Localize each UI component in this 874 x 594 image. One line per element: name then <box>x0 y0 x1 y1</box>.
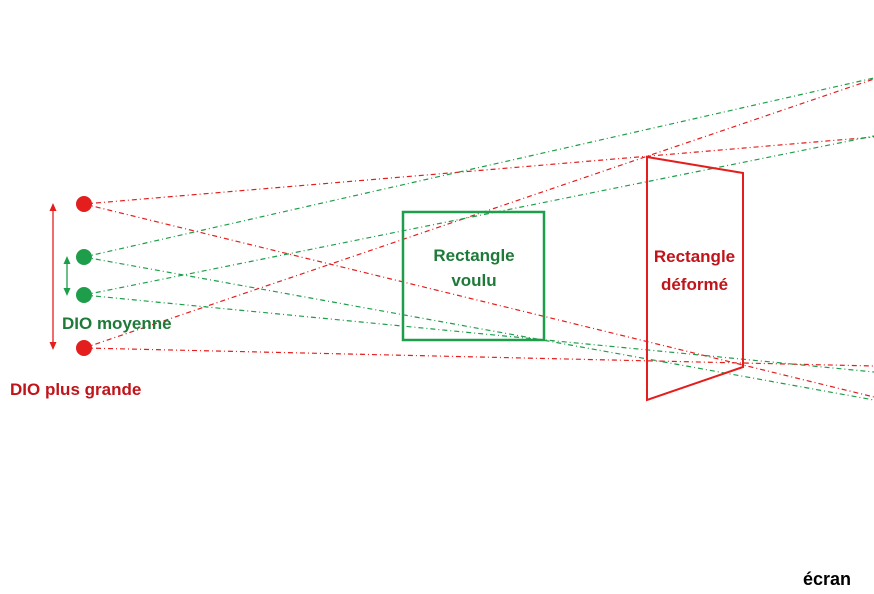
rectangle-voulu <box>401 210 546 342</box>
green-distance-arrow <box>63 256 71 296</box>
red-eye-top <box>76 196 92 212</box>
red-ray-bottom-up <box>83 78 874 349</box>
label-rectangle-voulu-line2: voulu <box>451 271 497 290</box>
label-rectangle-deforme-line2: déformé <box>660 275 729 294</box>
green-ray-top-down <box>83 256 874 401</box>
label-ecran: écran <box>803 569 852 589</box>
red-ray-bottom-flat <box>83 347 874 367</box>
rectangle-deforme <box>646 155 744 402</box>
green-eye-bottom <box>76 287 92 303</box>
red-ray-top-up <box>83 136 874 205</box>
label-rectangle-deforme: Rectangle déformé <box>637 243 752 299</box>
green-ray-bottom-flat <box>83 294 874 373</box>
label-rectangle-deforme-line1: Rectangle <box>653 247 736 266</box>
red-ray-top-down <box>83 203 874 398</box>
red-distance-arrow <box>49 203 57 350</box>
red-sight-lines <box>83 78 874 398</box>
label-dio-plus-grande: DIO plus grande <box>10 380 142 399</box>
green-ray-bottom-up <box>83 135 874 296</box>
green-eye-top <box>76 249 92 265</box>
green-sight-lines <box>83 77 874 401</box>
red-eye-bottom <box>76 340 92 356</box>
green-ray-top-up <box>83 77 874 258</box>
label-rectangle-voulu-line1: Rectangle <box>433 246 515 265</box>
label-dio-moyenne: DIO moyenne <box>62 314 172 333</box>
label-rectangle-voulu: Rectangle voulu <box>404 243 544 293</box>
